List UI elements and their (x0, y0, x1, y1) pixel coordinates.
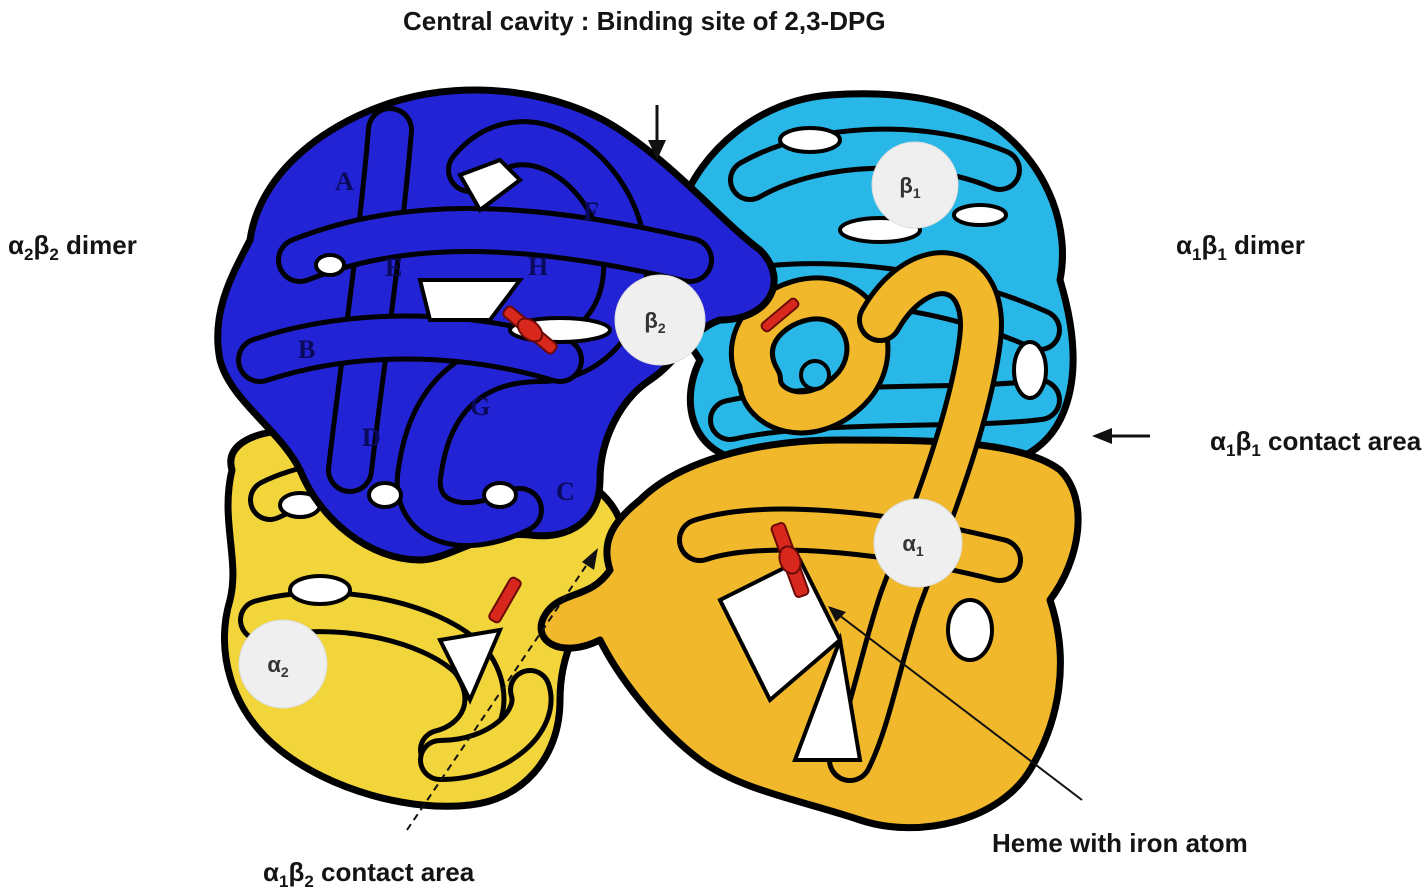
central-cavity-label: Central cavity : Binding site of 2,3-DPG (403, 6, 886, 37)
arrow-a1b1-contact (1092, 428, 1150, 444)
badge-beta2: β2 (615, 275, 705, 365)
badge-beta1: β1 (872, 142, 958, 228)
a1b1-dimer-label: α1β1 dimer (1176, 230, 1305, 261)
helix-label-e: E (385, 253, 402, 282)
helix-label-c: C (556, 477, 575, 506)
helix-label-d: D (362, 423, 381, 452)
helix-label-a: A (335, 167, 354, 196)
helix-label-b: B (298, 335, 315, 364)
helix-label-h: H (528, 252, 548, 281)
helix-label-f: F (583, 197, 599, 226)
badge-alpha2: α2 (239, 620, 327, 708)
heme-label: Heme with iron atom (992, 828, 1248, 859)
a2b2-dimer-label: α2β2 dimer (8, 230, 137, 261)
badge-alpha1: α1 (874, 499, 962, 587)
a1b1-contact-label: α1β1 contact area (1210, 426, 1421, 457)
a1b2-contact-label: α1β2 contact area (263, 857, 474, 888)
helix-label-g: G (470, 392, 490, 421)
